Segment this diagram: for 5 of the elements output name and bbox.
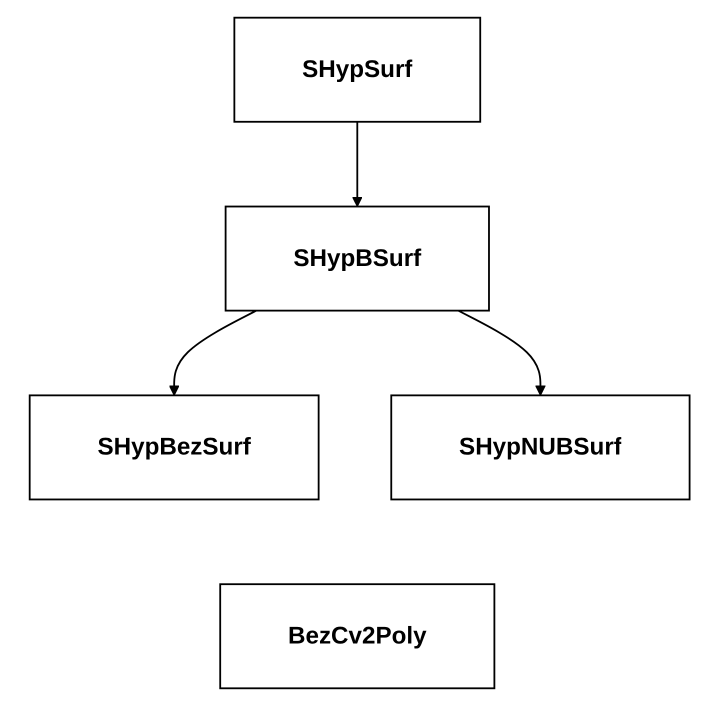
- class-box: SHypBSurf: [225, 205, 490, 312]
- class-box: SHypNUBSurf: [390, 394, 691, 500]
- class-box: SHypBezSurf: [29, 394, 320, 500]
- class-box: SHypSurf: [234, 16, 482, 122]
- class-box: BezCv2Poly: [220, 582, 496, 689]
